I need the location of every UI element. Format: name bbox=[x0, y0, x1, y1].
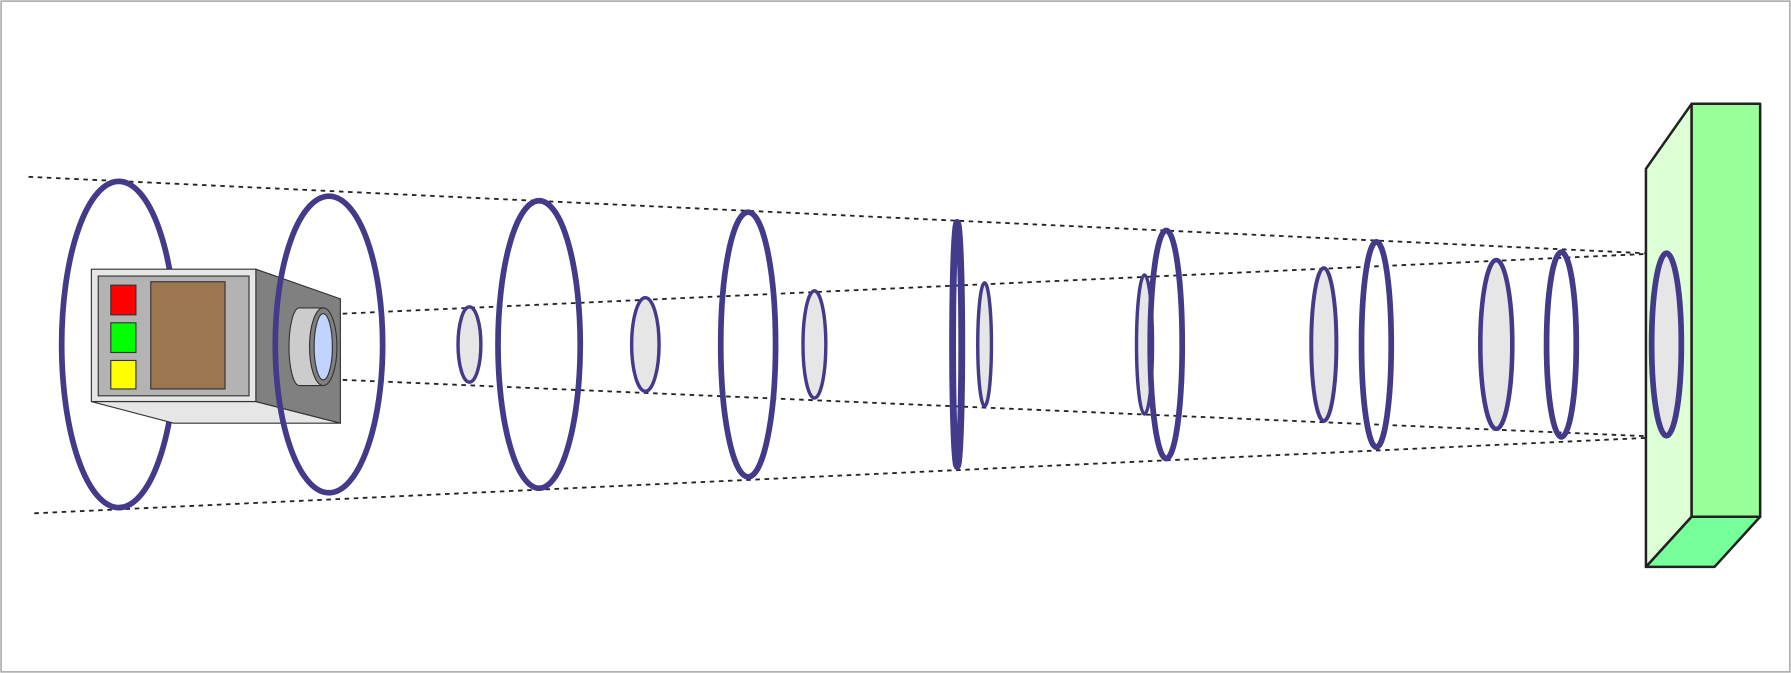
coil-ring-6 bbox=[1147, 227, 1186, 462]
guide-line-outer-bottom bbox=[34, 435, 1668, 515]
aperture-ring-4 bbox=[976, 281, 994, 408]
indicator-red bbox=[110, 284, 137, 316]
aperture-ring-7 bbox=[1478, 257, 1515, 432]
guide-lines bbox=[28, 175, 1668, 515]
coil-ring-3 bbox=[495, 197, 584, 492]
guide-line-inner-top bbox=[342, 252, 1662, 315]
indicator-yellow bbox=[110, 359, 137, 390]
aperture-ring-8 bbox=[1648, 250, 1685, 439]
coil-ring-8 bbox=[1543, 249, 1580, 440]
coil-ring-4 bbox=[717, 209, 779, 480]
lens-glass bbox=[313, 313, 333, 381]
coil-ring-7 bbox=[1358, 238, 1395, 450]
aperture-ring-2 bbox=[629, 296, 661, 393]
guide-line-inner-bottom bbox=[342, 378, 1662, 438]
target-block bbox=[1644, 102, 1762, 569]
indicator-green bbox=[110, 322, 137, 354]
target-side bbox=[1690, 102, 1762, 518]
aperture-ring-6 bbox=[1309, 266, 1339, 423]
aperture-ring-1 bbox=[456, 305, 483, 384]
coil-ring-5 bbox=[949, 219, 966, 470]
coil-ring-2 bbox=[272, 193, 386, 496]
source-device bbox=[90, 268, 341, 424]
target-bottom bbox=[1644, 515, 1762, 569]
aperture-ring-3 bbox=[801, 289, 828, 400]
device-screen bbox=[150, 281, 226, 390]
